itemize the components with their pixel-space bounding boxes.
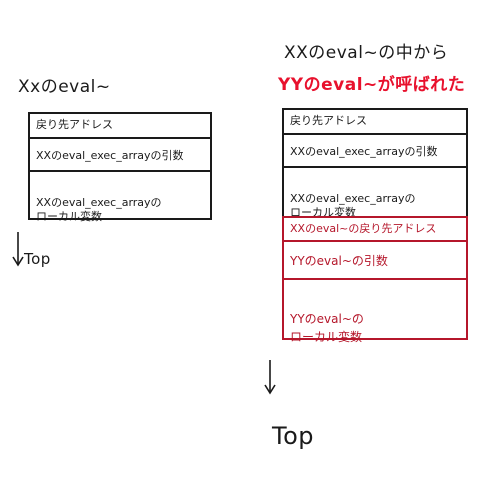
left-stack: 戻り先アドレス XXのeval_exec_arrayの引数 XXのeval_ex… <box>28 112 212 223</box>
right-new-frame-locals: YYのeval~の ローカル変数 <box>282 278 468 344</box>
left-frame-return-address: 戻り先アドレス <box>28 112 212 139</box>
right-frame-locals: XXのeval_exec_arrayの ローカル変数 <box>282 166 468 219</box>
right-new-frame-return-address-label: XXのeval~の戻り先アドレス <box>290 222 437 235</box>
right-new-frame-return-address: XXのeval~の戻り先アドレス <box>282 216 468 242</box>
right-frame-args-label: XXのeval_exec_arrayの引数 <box>290 145 438 158</box>
right-stack-old: 戻り先アドレス XXのeval_exec_arrayの引数 XXのeval_ex… <box>282 108 468 219</box>
right-new-frame-args: YYのeval~の引数 <box>282 240 468 280</box>
left-frame-return-address-label: 戻り先アドレス <box>36 118 113 131</box>
left-frame-args: XXのeval_exec_arrayの引数 <box>28 137 212 172</box>
right-frame-return-address-label: 戻り先アドレス <box>290 114 367 127</box>
left-down-arrow-icon <box>12 232 24 267</box>
right-frame-locals-label: XXのeval_exec_arrayの ローカル変数 <box>290 192 416 219</box>
right-top-label: Top <box>272 422 314 450</box>
left-frame-args-label: XXのeval_exec_arrayの引数 <box>36 149 184 162</box>
left-frame-locals-label: XXのeval_exec_arrayの ローカル変数 <box>36 196 162 223</box>
right-new-frame-locals-label: YYのeval~の ローカル変数 <box>290 312 364 344</box>
right-frame-args: XXのeval_exec_arrayの引数 <box>282 133 468 168</box>
right-subtitle: YYのeval~が呼ばれた <box>278 75 466 95</box>
left-frame-locals: XXのeval_exec_arrayの ローカル変数 <box>28 170 212 223</box>
right-frame-return-address: 戻り先アドレス <box>282 108 468 135</box>
right-title: XXのeval~の中から <box>284 43 449 63</box>
left-title: Xxのeval~ <box>18 77 111 97</box>
right-down-arrow-icon <box>264 360 276 395</box>
left-top-label: Top <box>24 250 51 268</box>
right-new-frame-args-label: YYのeval~の引数 <box>290 254 388 268</box>
right-stack-new: XXのeval~の戻り先アドレス YYのeval~の引数 YYのeval~の ロ… <box>282 216 468 344</box>
